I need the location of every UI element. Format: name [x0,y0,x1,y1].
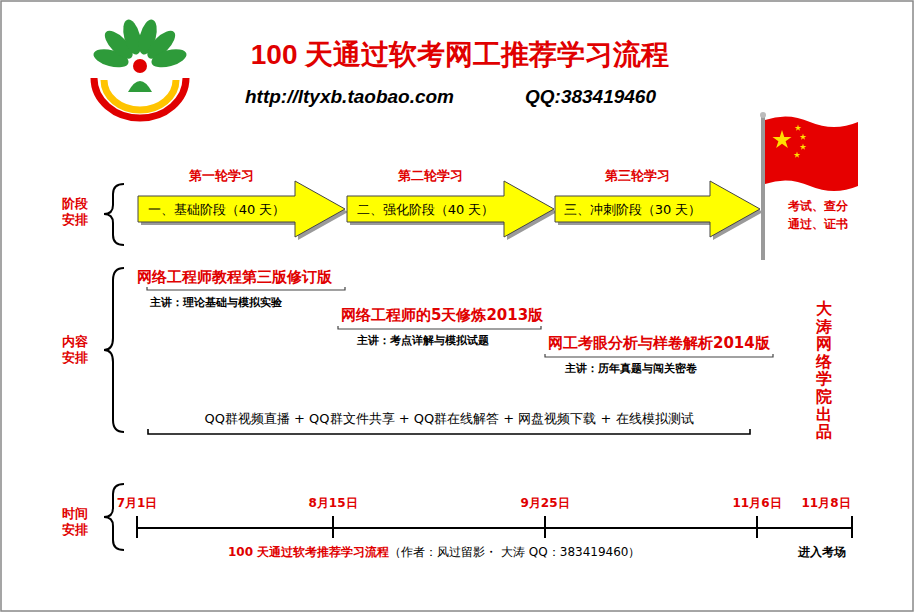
braces [104,184,124,550]
book-title: 网络工程师教程第三版修订版 [137,269,332,286]
arrow-text: 三、冲刺阶段（30 天） [564,202,702,217]
book-title: 网络工程师的5天修炼2013版 [341,307,543,324]
lecture-note: 主讲：理论基础与模拟实验 [150,296,282,310]
flag-pole-top [760,112,766,118]
logo-head [133,59,147,73]
caption-text: （作者：风过留影・ 大涛 QQ：383419460） [389,545,640,559]
flag-star [772,130,791,148]
arrow-body [347,181,554,237]
brace [104,484,124,550]
date-label: 8月15日 [308,496,357,510]
round-heading: 第三轮学习 [555,168,720,183]
book-title: 网工考眼分析与样卷解析2014版 [548,335,770,352]
timeline-tick [851,516,853,538]
logo-ring [104,80,176,110]
round-heading: 第一轮学习 [138,168,305,183]
logo [92,18,189,118]
brace [104,184,124,245]
flag-pole [761,116,765,260]
underline-bracket [147,287,345,290]
url-text: http://ltyxb.taobao.com [245,86,454,108]
brackets [147,287,773,434]
vertical-credit: 大涛网络学院出品 [816,300,832,441]
lecture-note: 主讲：历年真题与闯关密卷 [565,362,697,376]
arrow-body [138,181,345,237]
flag-star [800,144,807,150]
flag-cloth [765,116,858,191]
timeline-tick [756,516,758,538]
round-heading: 第二轮学习 [347,168,514,183]
date-label: 11月6日 [732,496,781,510]
stage-arrow: 第二轮学习二、强化阶段（40 天） [347,168,554,240]
flag-star [795,125,802,131]
flag-note: 考试、查分 通过、证书 [788,197,852,233]
underline-bracket [338,326,541,329]
timeline-tick [332,516,334,538]
logo-ring [94,78,186,118]
timeline-axis [137,527,852,529]
arrow-text-box: 二、强化阶段（40 天） [347,196,504,222]
exam-note: 进入考场 [798,545,846,559]
underline-bracket [545,354,773,357]
lecture-note: 主讲：考点详解与模拟试题 [357,334,489,348]
logo-leaf [150,46,189,71]
arrow-text: 二、强化阶段（40 天） [357,202,495,217]
row-heading: 阶段安排 [62,196,90,228]
qq-text: QQ:383419460 [525,86,656,108]
caption-row: 100 天通过软考推荐学习流程（作者：风过留影・ 大涛 QQ：383419460… [228,545,640,559]
stage-arrow: 第三轮学习三、冲刺阶段（30 天） [555,168,760,240]
flag-star [800,134,807,140]
arrow-body [555,181,760,237]
timeline-tick [136,516,138,538]
underline-bracket [148,429,750,434]
arrow-text-box: 三、冲刺阶段（30 天） [555,196,710,222]
arrow-text: 一、基础阶段（40 天） [148,202,286,217]
date-label: 9月25日 [520,496,569,510]
timeline [137,516,852,538]
logo-body [128,81,152,92]
flag [760,112,858,260]
date-label: 7月1日 [117,496,158,510]
date-label: 11月8日 [801,496,850,510]
caption-text: 100 天通过软考推荐学习流程 [228,545,389,559]
brace [104,268,124,432]
diagram-title: 100 天通过软考网工推荐学习流程 [251,38,670,72]
flag-star [794,152,801,158]
row-heading: 内容安排 [62,334,90,366]
timeline-tick [544,516,546,538]
row-heading: 时间安排 [62,506,90,538]
arrow-text-box: 一、基础阶段（40 天） [138,196,295,222]
service-list: QQ群视频直播 + QQ群文件共享 + QQ群在线解答 + 网盘视频下载 + 在… [204,411,693,427]
stage-arrow: 第一轮学习一、基础阶段（40 天） [138,168,345,240]
